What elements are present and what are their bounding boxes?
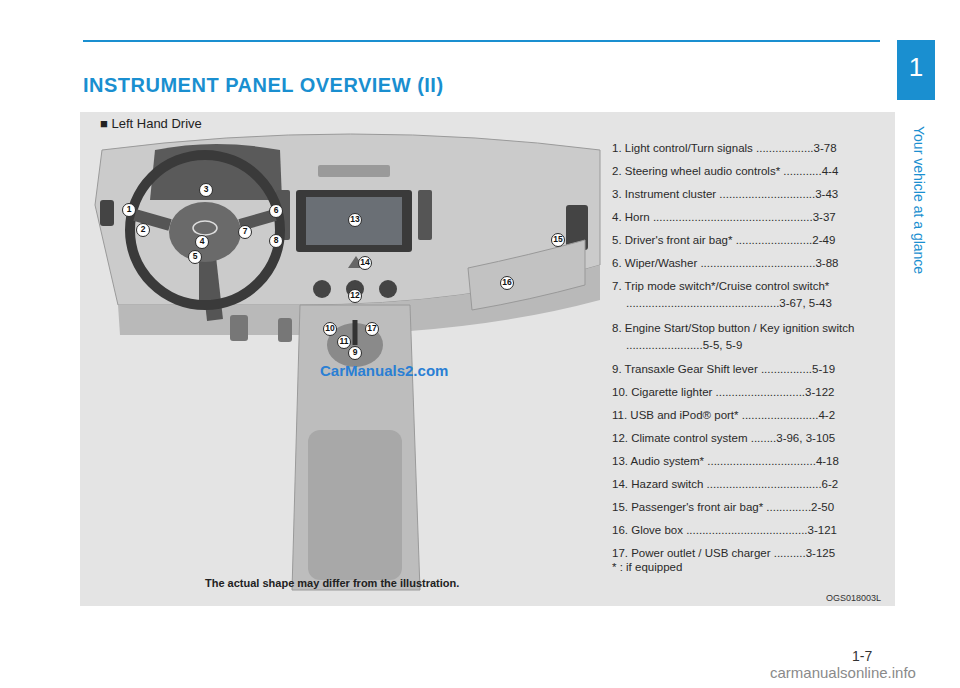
index-entry: 2. Steering wheel audio controls* ......… — [612, 163, 898, 180]
vent — [100, 200, 114, 226]
gear-lever — [353, 320, 358, 345]
index-entry: 10. Cigarette lighter ..................… — [612, 384, 898, 401]
vent — [418, 190, 432, 240]
index-entry: 16. Glove box ..........................… — [612, 522, 898, 539]
callout-number: 12 — [348, 289, 362, 303]
header-rule — [83, 40, 880, 42]
figure-code: OGS018003L — [826, 593, 881, 603]
index-entry: 15. Passenger's front air bag* .........… — [612, 499, 898, 516]
index-entry: 17. Power outlet / USB charger .........… — [612, 545, 898, 562]
pedal — [230, 315, 248, 341]
callout-number: 3 — [199, 183, 213, 197]
callout-number: 14 — [358, 256, 372, 270]
index-entry: 5. Driver's front air bag* .............… — [612, 232, 898, 249]
index-entry: 4. Horn ................................… — [612, 209, 898, 226]
callout-number: 1 — [122, 203, 136, 217]
index-entry: 3. Instrument cluster ..................… — [612, 186, 898, 203]
callout-number: 17 — [365, 322, 379, 336]
armrest — [308, 430, 402, 580]
callout-number: 16 — [500, 276, 514, 290]
index-entry: 13. Audio system* ......................… — [612, 453, 898, 470]
callout-number: 13 — [348, 213, 362, 227]
glove-box — [468, 240, 585, 310]
callout-number: 4 — [195, 235, 209, 249]
chapter-tab: 1 — [897, 40, 935, 100]
callout-number: 8 — [269, 234, 283, 248]
knob — [313, 280, 331, 298]
index-entry: 1. Light control/Turn signals ..........… — [612, 140, 898, 157]
screen-frame — [296, 190, 412, 252]
index-entry: 7. Trip mode switch*/Cruise control swit… — [612, 278, 898, 312]
index-entry: 11. USB and iPod® port* ................… — [612, 407, 898, 424]
watermark: carmanualsonline.info — [770, 664, 916, 681]
logo — [193, 221, 217, 235]
footnote: * : if equipped — [612, 561, 682, 573]
callout-number: 9 — [348, 346, 362, 360]
chapter-number: 1 — [897, 52, 935, 83]
steering-wheel — [130, 155, 280, 305]
page-number: 1-7 — [852, 648, 872, 664]
chapter-name: Your vehicle at a glance — [911, 126, 927, 274]
index-entry: 9. Transaxle Gear Shift lever ..........… — [612, 361, 898, 378]
index-entry: 6. Wiper/Washer ........................… — [612, 255, 898, 272]
callout-number: 15 — [551, 233, 565, 247]
screen — [306, 197, 402, 245]
knob — [379, 280, 397, 298]
index-entry: 14. Hazard switch ......................… — [612, 476, 898, 493]
caption: The actual shape may differ from the ill… — [205, 577, 459, 589]
pedal — [278, 318, 292, 342]
callout-number: 7 — [238, 225, 252, 239]
watermark: CarManuals2.com — [320, 362, 448, 379]
callout-number: 10 — [323, 322, 337, 336]
callout-number: 6 — [269, 204, 283, 218]
callout-number: 5 — [188, 250, 202, 264]
wheel-hub — [169, 202, 241, 262]
index-entry: 12. Climate control system ........3-96,… — [612, 430, 898, 447]
callout-number: 11 — [337, 335, 351, 349]
panel-heading: ■ Left Hand Drive — [100, 116, 895, 131]
index-entry: 8. Engine Start/Stop button / Key igniti… — [612, 320, 898, 354]
center-console — [292, 305, 420, 590]
top-slot — [318, 165, 390, 177]
callout-number: 2 — [136, 223, 150, 237]
page-title: INSTRUMENT PANEL OVERVIEW (II) — [83, 74, 444, 97]
